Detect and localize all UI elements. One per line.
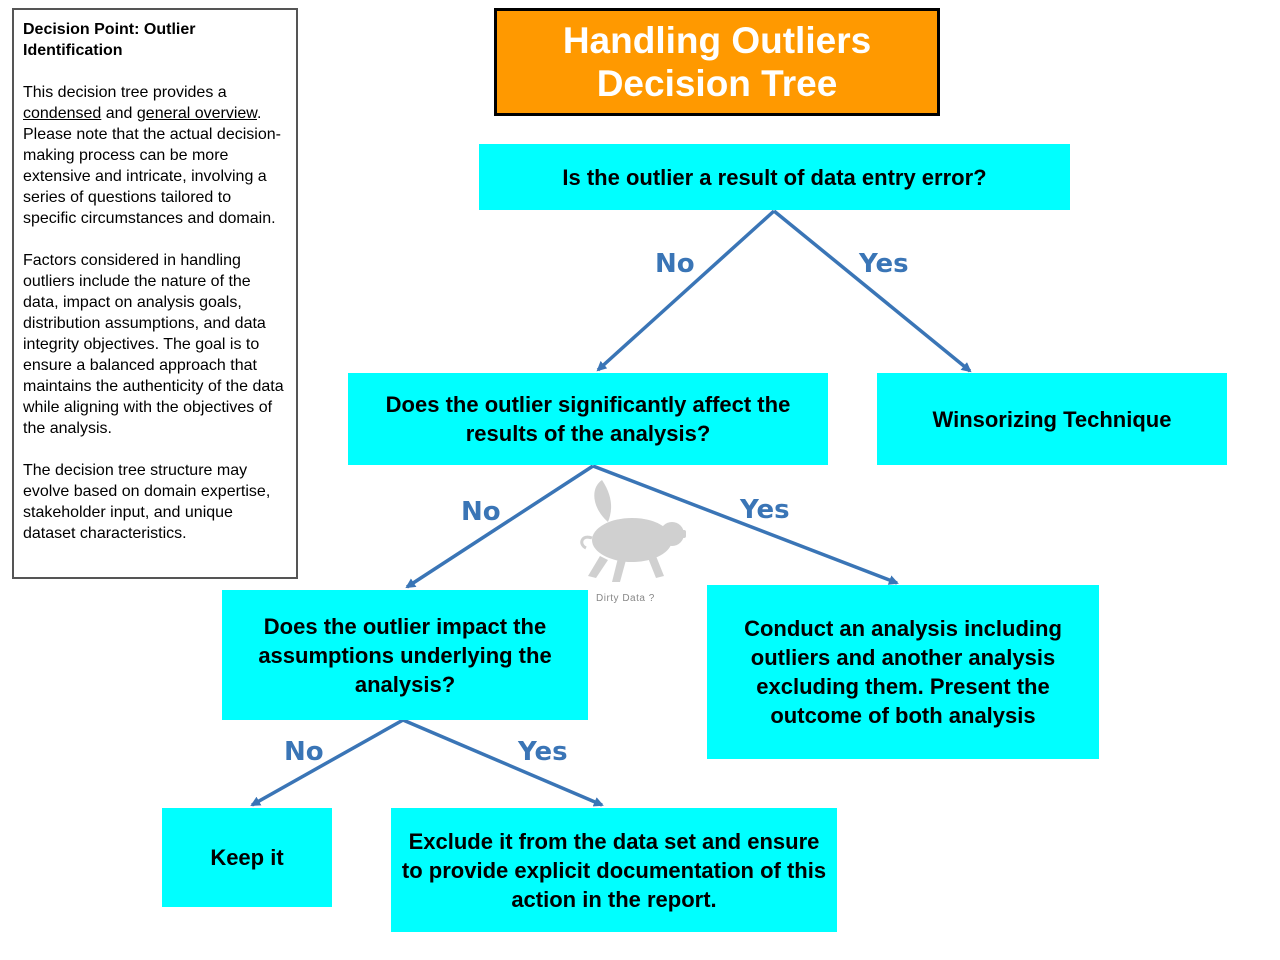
edge-label-q3-no: No <box>284 737 324 767</box>
overview-underlined-condensed: condensed <box>23 105 102 122</box>
info-panel-title: Decision Point: Outlier Identification <box>23 21 196 59</box>
edge-label-q1-yes: Yes <box>859 249 909 279</box>
edge-q1-no <box>596 209 776 372</box>
node-winsorizing: Winsorizing Technique <box>877 373 1227 465</box>
node-exclude: Exclude it from the data set and ensure … <box>391 808 837 932</box>
edge-label-q2-no: No <box>461 497 501 527</box>
overview-text-start: This decision tree provides a <box>23 84 227 101</box>
edge-q2-yes <box>592 464 899 585</box>
flying-pig-watermark-icon <box>580 480 686 582</box>
overview-text-mid: and <box>101 105 137 122</box>
info-paragraph-factors: Factors considered in handling outliers … <box>23 252 284 437</box>
overview-text-end: . Please note that the actual decision-m… <box>23 105 281 227</box>
watermark-text: Dirty Data ? <box>596 593 655 604</box>
edge-label-q3-yes: Yes <box>518 737 568 767</box>
edge-q3-no <box>250 718 404 807</box>
node-keep-it: Keep it <box>162 808 332 907</box>
info-paragraph-overview: This decision tree provides a condensed … <box>23 82 286 229</box>
title-line-2: Decision Tree <box>596 63 838 104</box>
node-data-entry-error: Is the outlier a result of data entry er… <box>479 144 1070 210</box>
diagram-title: Handling Outliers Decision Tree <box>494 8 940 116</box>
info-paragraph-evolution: The decision tree structure may evolve b… <box>23 462 271 542</box>
info-panel: Decision Point: Outlier Identification T… <box>12 8 298 579</box>
edge-q3-yes <box>402 718 604 807</box>
edge-q2-no <box>405 464 594 589</box>
edge-label-q2-yes: Yes <box>740 495 790 525</box>
node-significant-effect: Does the outlier significantly affect th… <box>348 373 828 465</box>
node-assumptions-impact: Does the outlier impact the assumptions … <box>222 590 588 720</box>
edge-label-q1-no: No <box>655 249 695 279</box>
title-line-1: Handling Outliers <box>562 20 872 61</box>
overview-underlined-general: general overview <box>136 105 257 122</box>
edge-q1-yes <box>772 209 972 373</box>
node-conduct-both-analyses: Conduct an analysis including outliers a… <box>707 585 1099 759</box>
